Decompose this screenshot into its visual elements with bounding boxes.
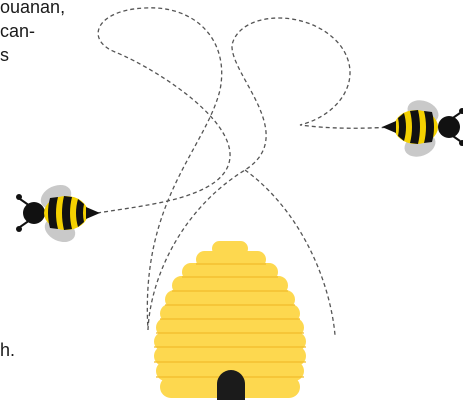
bee-icon-left (16, 180, 100, 246)
hive-entrance (217, 370, 245, 400)
bee-icon-right (382, 96, 463, 161)
beehive-icon (154, 241, 306, 400)
